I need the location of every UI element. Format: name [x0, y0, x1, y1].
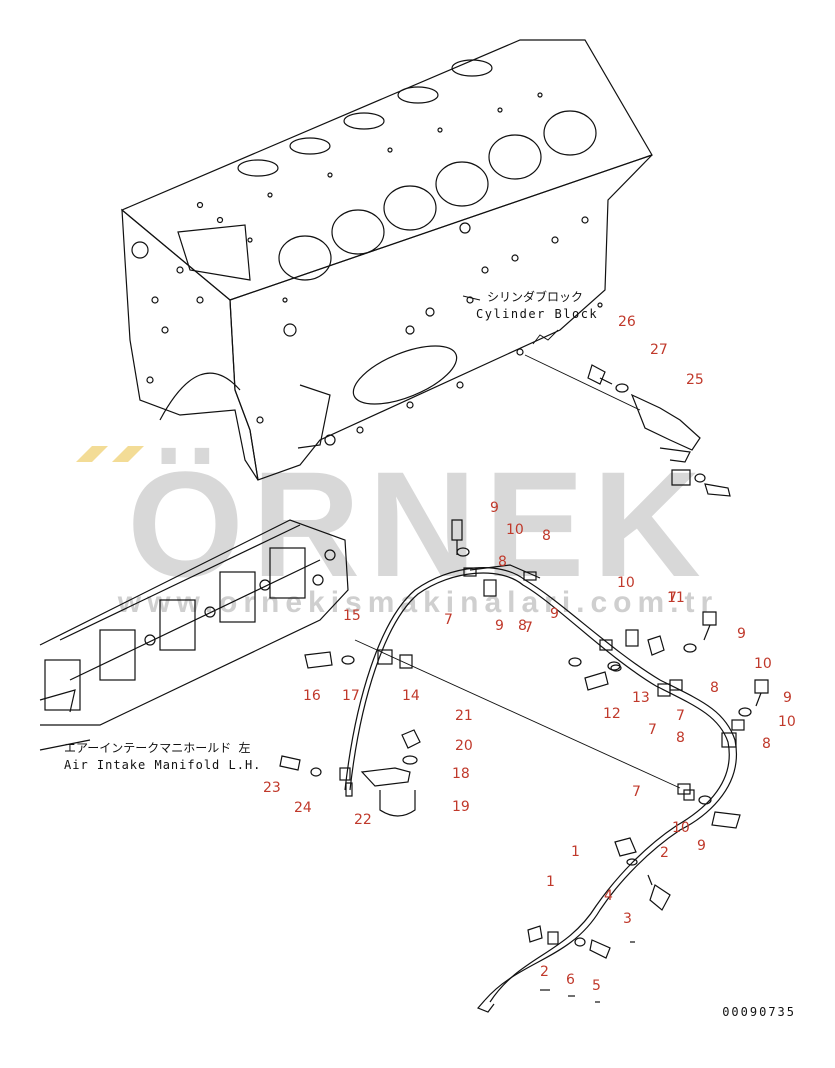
- callout-18: 18: [452, 766, 470, 782]
- manifold-label-jp: エアーインテークマニホールド 左: [64, 740, 251, 755]
- callout-27: 27: [650, 342, 668, 358]
- callout-8: 8: [762, 736, 771, 752]
- callout-10: 10: [778, 714, 796, 730]
- callout-7: 7: [648, 722, 657, 738]
- callout-8: 8: [498, 554, 507, 570]
- callout-9: 9: [737, 626, 746, 642]
- callout-1: 1: [571, 844, 580, 860]
- callout-21: 21: [455, 708, 473, 724]
- callout-24: 24: [294, 800, 312, 816]
- manifold-label: エアーインテークマニホールド 左 Air Intake Manifold L.H…: [64, 740, 261, 772]
- watermark: ÖRNEK www.ornekismakinalari.com.tr: [76, 440, 718, 619]
- air-intake-manifold-drawing: [39, 519, 349, 751]
- callout-5: 5: [592, 978, 601, 994]
- callout-15: 15: [343, 608, 361, 624]
- watermark-accent-right: [112, 446, 144, 462]
- drawing-number: 00090735: [722, 1005, 796, 1019]
- harness-routing: [339, 354, 745, 1013]
- manifold-label-en: Air Intake Manifold L.H.: [64, 758, 261, 772]
- callout-22: 22: [354, 812, 372, 828]
- callout-20: 20: [455, 738, 473, 754]
- callout-9: 9: [550, 606, 559, 622]
- callout-7: 7: [524, 620, 533, 636]
- callout-25: 25: [686, 372, 704, 388]
- callout-9: 9: [697, 838, 706, 854]
- callout-11: 11: [667, 590, 685, 606]
- callout-8: 8: [518, 618, 527, 634]
- callout-19: 19: [452, 799, 470, 815]
- callout-10: 10: [754, 656, 772, 672]
- callout-8: 8: [710, 680, 719, 696]
- callout-10: 10: [617, 575, 635, 591]
- callout-13: 13: [632, 690, 650, 706]
- cylinder-block-label-en: Cylinder Block: [476, 307, 598, 321]
- callout-7: 7: [676, 708, 685, 724]
- callout-2: 2: [660, 845, 669, 861]
- watermark-accent-left: [76, 446, 108, 462]
- callout-9: 9: [783, 690, 792, 706]
- callout-7: 7: [444, 612, 453, 628]
- callout-4: 4: [604, 888, 613, 904]
- callout-2: 2: [540, 964, 549, 980]
- cylinder-block-label-jp: シリンダブロック: [487, 289, 583, 304]
- cylinder-block-drawing: [120, 39, 653, 481]
- callout-8: 8: [676, 730, 685, 746]
- callout-7: 7: [632, 784, 641, 800]
- callout-10: 10: [506, 522, 524, 538]
- callout-17: 17: [342, 688, 360, 704]
- callout-7: 7: [668, 590, 677, 606]
- callout-10: 10: [672, 820, 690, 836]
- callout-1: 1: [546, 874, 555, 890]
- callout-12: 12: [603, 706, 621, 722]
- callout-3: 3: [623, 911, 632, 927]
- small-parts: [279, 364, 769, 1003]
- callout-16: 16: [303, 688, 321, 704]
- callout-8: 8: [542, 528, 551, 544]
- callout-26: 26: [618, 314, 636, 330]
- watermark-brand: ÖRNEK: [127, 440, 709, 608]
- watermark-site: www.ornekismakinalari.com.tr: [117, 586, 718, 619]
- callout-9: 9: [495, 618, 504, 634]
- callout-9: 9: [490, 500, 499, 516]
- callout-23: 23: [263, 780, 281, 796]
- callout-6: 6: [566, 972, 575, 988]
- cylinder-block-label: シリンダブロック Cylinder Block: [462, 289, 598, 345]
- callout-14: 14: [402, 688, 420, 704]
